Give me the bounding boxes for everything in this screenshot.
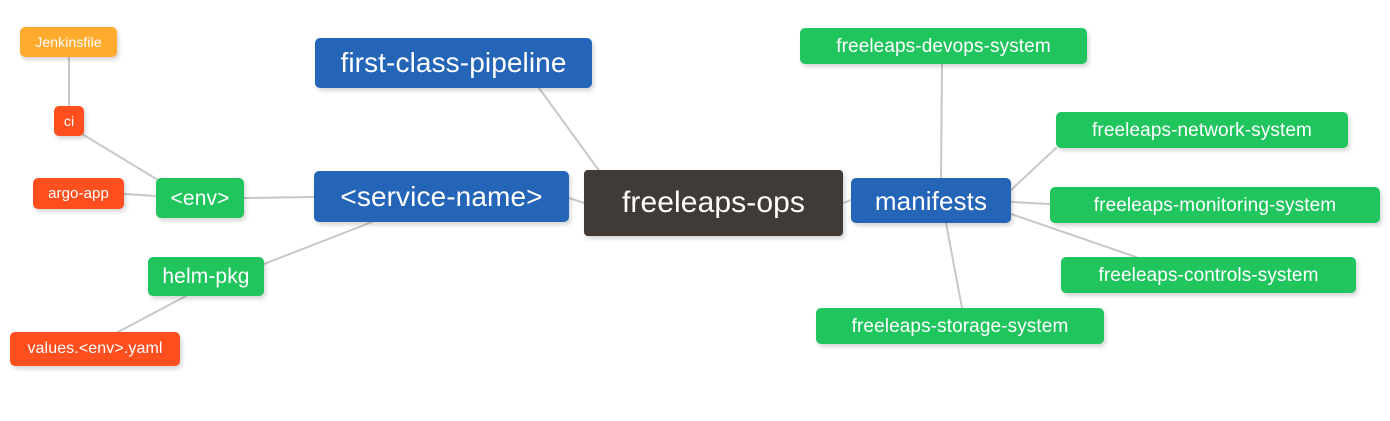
mindmap-node-first-class-pipeline[interactable]: first-class-pipeline	[315, 38, 592, 88]
mindmap-node-jenkinsfile[interactable]: Jenkinsfile	[20, 27, 117, 57]
edge-helm-pkg-to-service-name	[263, 221, 373, 265]
mindmap-node-freeleaps-network-system[interactable]: freeleaps-network-system	[1056, 112, 1348, 148]
node-label: first-class-pipeline	[340, 47, 567, 78]
edge-manifests-to-freeleaps-monitoring-system	[1010, 201, 1051, 205]
mindmap-node-ci[interactable]: ci	[54, 106, 84, 136]
edge-manifests-to-freeleaps-storage-system	[945, 222, 963, 309]
edge-manifests-to-freeleaps-network-system	[1010, 147, 1057, 191]
mindmap-node-freeleaps-monitoring-system[interactable]: freeleaps-monitoring-system	[1050, 187, 1380, 223]
edge-first-class-pipeline-to-freeleaps-ops	[538, 87, 601, 173]
mindmap-node-freeleaps-storage-system[interactable]: freeleaps-storage-system	[816, 308, 1104, 344]
node-label: freeleaps-controls-system	[1098, 264, 1319, 286]
node-label: argo-app	[48, 185, 109, 202]
node-label: freeleaps-devops-system	[836, 35, 1051, 57]
edge-freeleaps-ops-to-manifests	[842, 199, 852, 204]
mindmap-node-freeleaps-ops[interactable]: freeleaps-ops	[584, 170, 843, 236]
mindmap-node-manifests[interactable]: manifests	[851, 178, 1011, 223]
mindmap-node-values-env-yaml[interactable]: values.<env>.yaml	[10, 332, 180, 366]
node-label: <service-name>	[340, 180, 543, 212]
mindmap-node-helm-pkg[interactable]: helm-pkg	[148, 257, 264, 296]
edge-argo-app-to-env	[123, 193, 157, 197]
edge-values-env-yaml-to-helm-pkg	[117, 295, 187, 333]
node-label: <env>	[170, 186, 230, 210]
mindmap-node-service-name[interactable]: <service-name>	[314, 171, 569, 222]
mindmap-node-argo-app[interactable]: argo-app	[33, 178, 124, 209]
edge-env-to-service-name	[243, 196, 315, 199]
node-label: freeleaps-monitoring-system	[1093, 194, 1337, 216]
node-label: ci	[63, 113, 75, 129]
node-label: Jenkinsfile	[35, 34, 102, 50]
node-label: freeleaps-ops	[621, 186, 806, 219]
mindmap-node-freeleaps-controls-system[interactable]: freeleaps-controls-system	[1061, 257, 1356, 293]
node-label: values.<env>.yaml	[27, 340, 163, 357]
mindmap-node-freeleaps-devops-system[interactable]: freeleaps-devops-system	[800, 28, 1087, 64]
edge-manifests-to-freeleaps-devops-system	[940, 63, 943, 179]
edge-service-name-to-freeleaps-ops	[568, 197, 585, 204]
node-label: freeleaps-storage-system	[851, 315, 1069, 337]
edge-ci-to-env	[81, 133, 159, 181]
node-label: freeleaps-network-system	[1092, 119, 1312, 141]
mindmap-node-env[interactable]: <env>	[156, 178, 244, 218]
node-label: helm-pkg	[162, 265, 250, 288]
node-label: manifests	[874, 185, 988, 216]
